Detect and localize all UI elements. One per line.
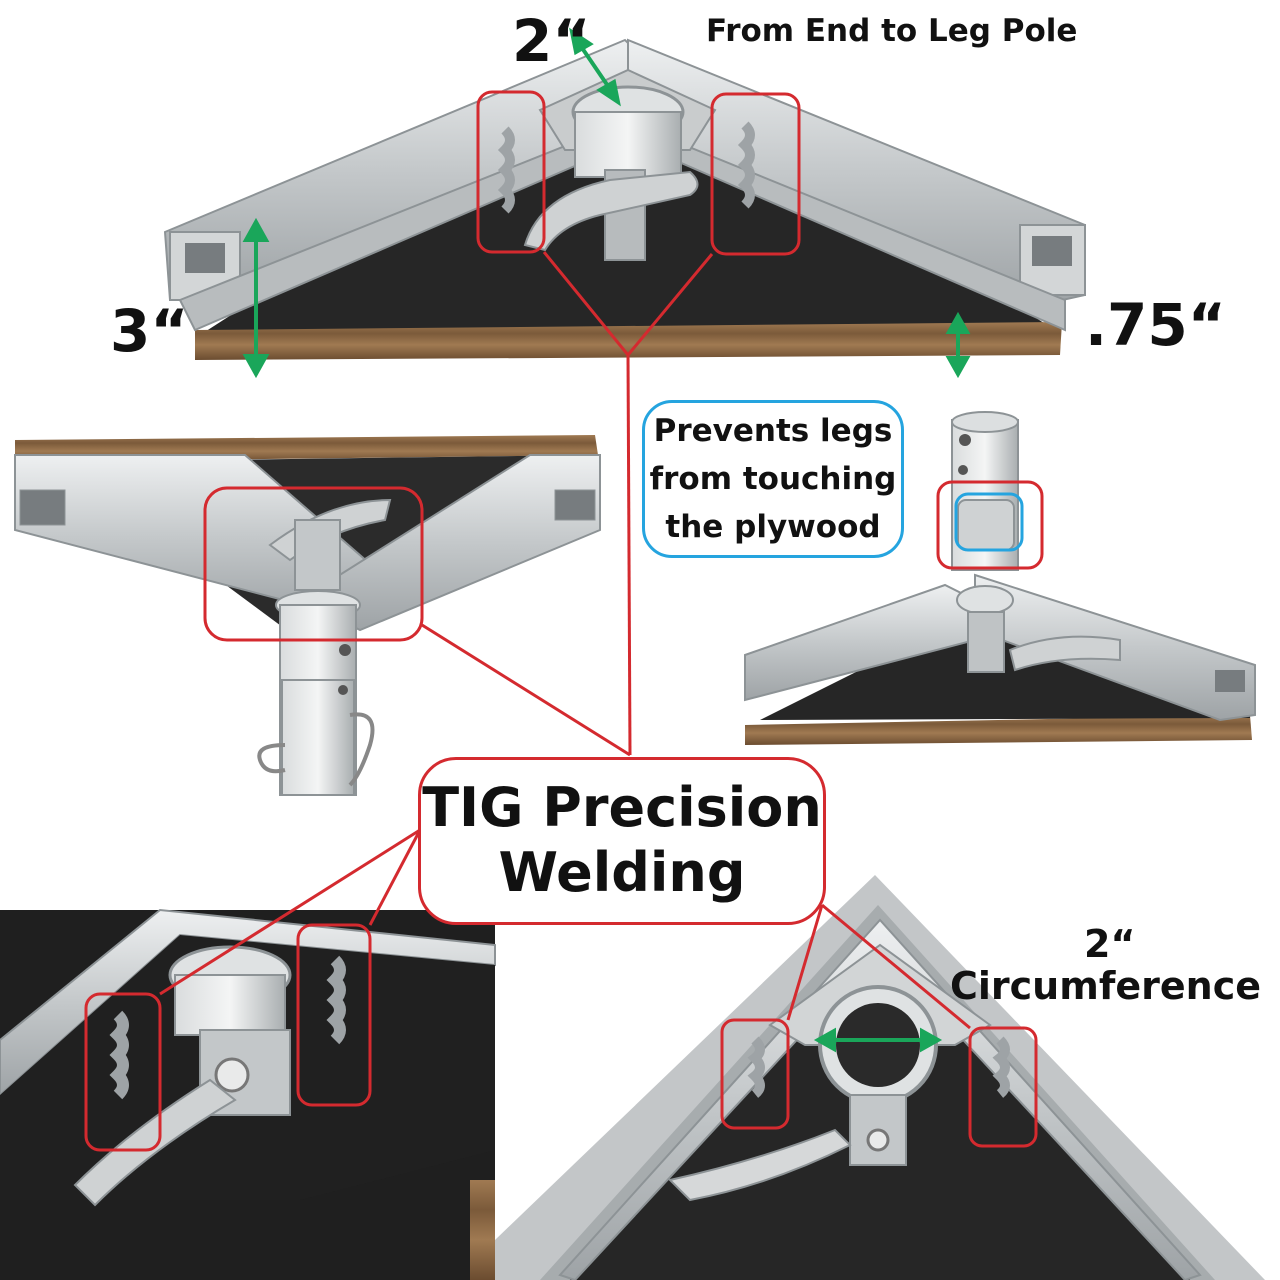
top-dimension-caption: From End to Leg Pole xyxy=(706,13,1078,49)
measurement-arrows xyxy=(242,27,971,1053)
weld-box-bottom-left-a xyxy=(84,992,162,1152)
clamp-closeup-right-photo xyxy=(495,875,1265,1280)
weld-box-bottom-right-b xyxy=(968,1026,1038,1148)
top-corner-photo xyxy=(163,38,1086,360)
leg-socket-photo xyxy=(744,411,1256,745)
weld-highlight-boxes xyxy=(84,90,1044,1152)
collar-highlight-box xyxy=(954,492,1024,552)
circumference-value-label: 2“ xyxy=(1084,922,1136,966)
plywood-note-line-1: Prevents legs xyxy=(653,412,893,449)
circumference-caption: Circumference xyxy=(950,964,1261,1008)
weld-box-bottom-right-a xyxy=(720,1018,790,1130)
right-dimension-label: .75“ xyxy=(1085,291,1226,359)
welding-line-2: Welding xyxy=(498,841,746,904)
top-dimension-label: 2“ xyxy=(512,7,591,75)
weld-box-top-right xyxy=(710,92,801,256)
welding-line-1: TIG Precision xyxy=(422,776,822,840)
socket-highlight-box xyxy=(936,480,1044,570)
weld-box-top-left xyxy=(476,90,546,254)
clamp-closeup-left-photo xyxy=(0,908,496,1280)
weld-box-underside xyxy=(203,486,424,642)
callout-connector-lines xyxy=(159,251,971,1030)
weld-box-bottom-left-b xyxy=(296,923,372,1107)
plywood-note-line-2: from touching xyxy=(649,460,897,497)
welding-callout: TIG Precision Welding xyxy=(418,757,826,925)
left-dimension-label: 3“ xyxy=(110,297,189,365)
plywood-note-callout: Prevents legs from touching the plywood xyxy=(642,400,904,558)
plywood-note-line-3: the plywood xyxy=(665,509,881,546)
underside-leg-photo xyxy=(14,435,601,796)
